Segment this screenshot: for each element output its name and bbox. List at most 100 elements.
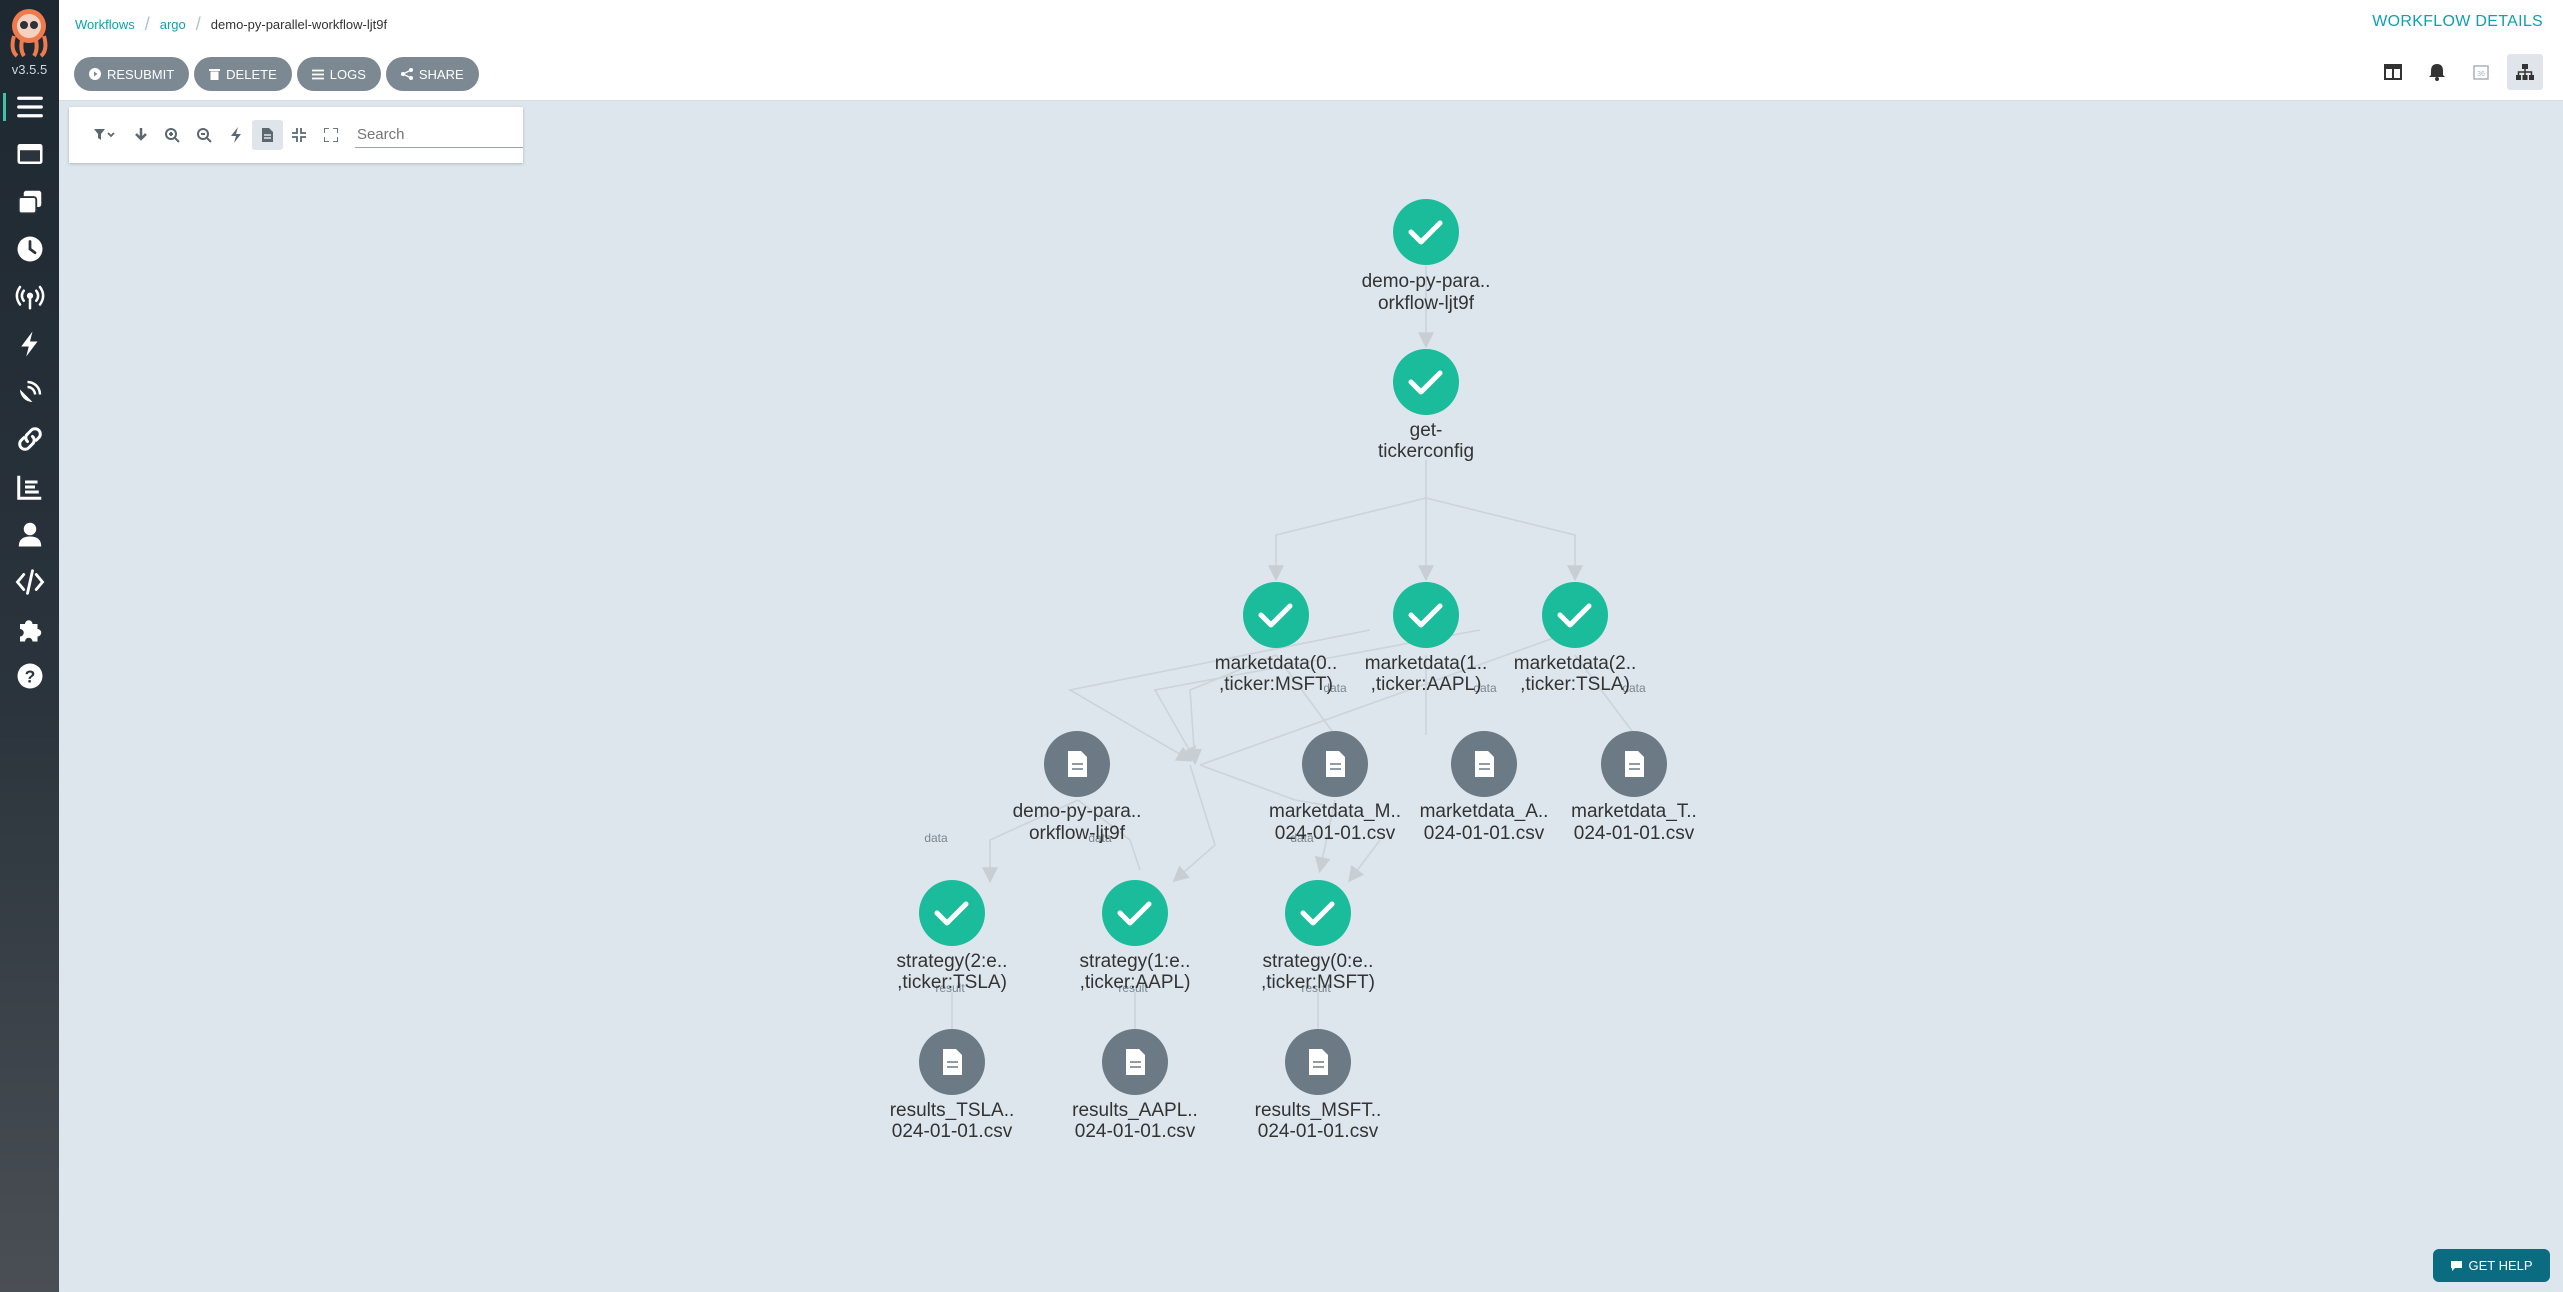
node-label: 024-01-01.csv xyxy=(1574,823,1695,844)
check-icon xyxy=(1408,370,1443,395)
check-icon xyxy=(934,901,969,926)
share-label: SHARE xyxy=(418,66,464,82)
artifacts-toggle-button[interactable] xyxy=(251,120,284,150)
file-icon xyxy=(1068,751,1087,777)
nav-workflows[interactable] xyxy=(0,87,59,127)
node-strategy-1[interactable]: strategy(1:e.. ,ticker:AAPL) xyxy=(1080,880,1191,993)
nav-sensors[interactable] xyxy=(0,324,59,364)
resubmit-button[interactable]: RESUBMIT xyxy=(74,57,190,91)
node-strategy-2[interactable]: strategy(2:e.. ,ticker:TSLA) xyxy=(897,880,1008,993)
graph-view-button[interactable] xyxy=(2507,54,2543,90)
node-label: 024-01-01.csv xyxy=(892,1121,1013,1142)
list-icon xyxy=(16,96,43,118)
node-get-tickerconfig[interactable]: get- tickerconfig xyxy=(1378,349,1474,462)
nav-user-info[interactable] xyxy=(0,514,59,554)
broadcast-icon xyxy=(15,285,44,310)
artifact-node-results-tsla[interactable]: results_TSLA.. 024-01-01.csv xyxy=(890,1029,1015,1142)
edge-label-data: data xyxy=(1622,681,1646,695)
get-help-label: GET HELP xyxy=(2468,1258,2533,1273)
edge-label-data: data xyxy=(1290,831,1314,845)
node-strategy-0[interactable]: strategy(0:e.. ,ticker:MSFT) xyxy=(1261,880,1375,993)
check-icon xyxy=(1408,603,1443,628)
edge-label-result: result xyxy=(1118,981,1148,995)
delete-button[interactable]: DELETE xyxy=(194,57,292,91)
file-icon xyxy=(1625,751,1644,777)
zoom-out-icon xyxy=(196,127,212,143)
nav-cron-workflows[interactable] xyxy=(0,229,59,269)
collapse-button[interactable] xyxy=(283,120,315,150)
node-label: orkflow-ljt9f xyxy=(1378,293,1475,314)
download-button[interactable] xyxy=(125,120,157,150)
node-label: ,ticker:AAPL) xyxy=(1371,674,1482,695)
node-marketdata-1[interactable]: marketdata(1.. ,ticker:AAPL) xyxy=(1365,582,1488,695)
artifact-node-marketdata-aapl[interactable]: marketdata_A.. 024-01-01.csv xyxy=(1420,731,1549,844)
nav-cluster-templates[interactable] xyxy=(0,182,59,222)
artifact-node-results-aapl[interactable]: results_AAPL.. 024-01-01.csv xyxy=(1072,1029,1198,1142)
breadcrumb-namespace[interactable]: argo xyxy=(159,17,186,32)
node-label: 024-01-01.csv xyxy=(1258,1121,1379,1142)
satellite-icon xyxy=(19,380,41,402)
node-label: tickerconfig xyxy=(1378,441,1474,462)
window-icon xyxy=(17,144,42,164)
node-label: orkflow-ljt9f xyxy=(1029,823,1126,844)
nav-plugins[interactable] xyxy=(0,609,59,649)
nav-reports[interactable] xyxy=(0,467,59,507)
bars-icon xyxy=(311,69,324,79)
columns-icon xyxy=(2384,64,2402,80)
timeline-view-button[interactable]: 36 xyxy=(2463,54,2499,90)
artifact-node-marketdata-tsla[interactable]: marketdata_T.. 024-01-01.csv xyxy=(1571,731,1697,844)
breadcrumb-workflows[interactable]: Workflows xyxy=(75,17,135,32)
check-icon xyxy=(1408,220,1443,245)
node-marketdata-0[interactable]: marketdata(0.. ,ticker:MSFT) xyxy=(1215,582,1338,695)
node-root[interactable]: demo-py-para.. orkflow-ljt9f xyxy=(1362,199,1491,314)
node-label: get- xyxy=(1410,420,1443,441)
file-icon xyxy=(1475,751,1494,777)
node-label: 024-01-01.csv xyxy=(1424,823,1545,844)
node-label: marketdata(2.. xyxy=(1514,653,1637,674)
chat-icon xyxy=(2451,1260,2463,1271)
argo-logo xyxy=(10,9,48,58)
puzzle-icon xyxy=(19,620,41,642)
share-button[interactable]: SHARE xyxy=(385,57,479,91)
nav-help[interactable]: ? xyxy=(0,656,59,696)
node-marketdata-2[interactable]: marketdata(2.. ,ticker:TSLA) xyxy=(1514,582,1637,695)
node-label: ,ticker:TSLA) xyxy=(1520,674,1630,695)
nav-api-docs[interactable] xyxy=(0,562,59,602)
link-icon xyxy=(17,427,42,451)
node-label: ,ticker:MSFT) xyxy=(1219,674,1333,695)
node-label: marketdata(0.. xyxy=(1215,653,1338,674)
edge-label-result: result xyxy=(935,981,965,995)
view-switcher: 36 xyxy=(2375,54,2543,90)
zoom-out-button[interactable] xyxy=(188,120,220,150)
version-label: v3.5.5 xyxy=(11,62,48,77)
columns-view-button[interactable] xyxy=(2375,54,2411,90)
artifact-node-marketdata-msft[interactable]: marketdata_M.. 024-01-01.csv xyxy=(1269,731,1401,844)
graph-search-input[interactable] xyxy=(354,122,523,148)
nav-workflow-templates[interactable] xyxy=(0,134,59,174)
file-icon xyxy=(1126,1049,1145,1075)
nav-links[interactable] xyxy=(0,419,59,459)
artifact-node-root[interactable]: demo-py-para.. orkflow-ljt9f xyxy=(1013,731,1142,844)
share-icon xyxy=(400,68,413,80)
nav-event-sources[interactable] xyxy=(0,277,59,317)
clone-icon xyxy=(17,190,41,215)
events-view-button[interactable] xyxy=(2419,54,2455,90)
get-help-button[interactable]: GET HELP xyxy=(2433,1249,2550,1282)
nav-event-flow[interactable] xyxy=(0,372,59,412)
filter-button[interactable] xyxy=(85,120,125,150)
question-icon: ? xyxy=(17,663,42,689)
bolt-icon xyxy=(230,127,241,143)
user-icon xyxy=(18,522,41,547)
fast-layout-button[interactable] xyxy=(220,120,252,150)
node-label: marketdata_T.. xyxy=(1571,801,1697,822)
file-icon xyxy=(1309,1049,1328,1075)
zoom-in-button[interactable] xyxy=(156,120,188,150)
artifact-node-results-msft[interactable]: results_MSFT.. 024-01-01.csv xyxy=(1255,1029,1382,1142)
svg-text:?: ? xyxy=(24,666,35,686)
graph-toolbar xyxy=(69,107,523,163)
node-label: marketdata(1.. xyxy=(1365,653,1488,674)
node-label: results_MSFT.. xyxy=(1255,1100,1382,1121)
edge-label-data: data xyxy=(924,831,948,845)
breadcrumb-workflow-name: demo-py-parallel-workflow-ljt9f xyxy=(210,17,388,32)
logs-button[interactable]: LOGS xyxy=(296,57,381,91)
